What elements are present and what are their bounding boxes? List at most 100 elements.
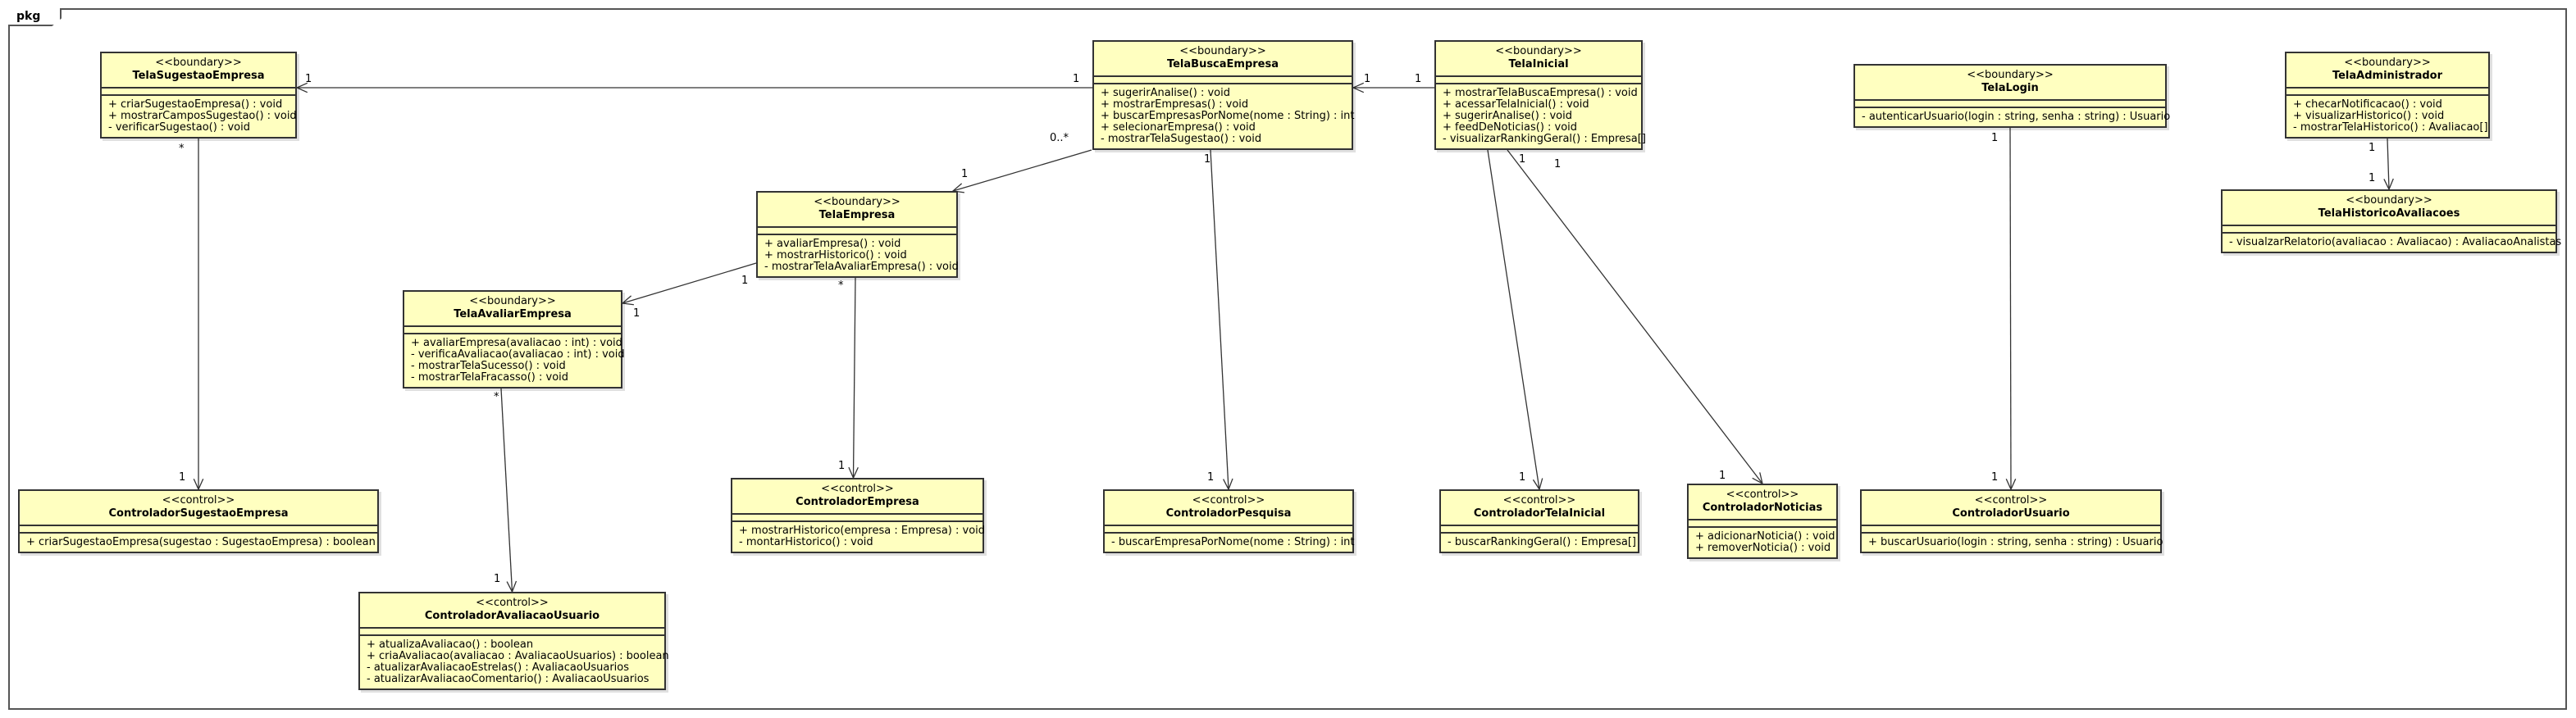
class-stereotype: <<boundary>> [2346,194,2432,207]
class-box-TelaLogin[interactable]: <<boundary>>TelaLogin - autenticarUsuario… [1853,64,2171,128]
multiplicity-label: 1 [633,307,641,320]
class-header: <<boundary>>TelaAdministrador [2286,53,2488,89]
operation: + mostrarHistorico() : void [764,249,907,261]
class-name: TelaAdministrador [2332,70,2443,82]
association-line [1487,149,1540,490]
class-box-TelaBuscaEmpresa[interactable]: <<boundary>>TelaBuscaEmpresa + sugerirAna… [1092,40,1355,150]
association-line [1210,149,1229,490]
multiplicity-label: * [838,279,844,292]
association-line [500,388,513,593]
class-stereotype: <<control>> [1974,494,2048,507]
operation: + removerNoticia() : void [1695,542,1831,554]
operations-compartment: + criarSugestaoEmpresa(sugestao : Sugest… [20,534,377,552]
operation: + mostrarTelaBuscaEmpresa() : void [1443,87,1638,99]
multiplicity-label: 1 [2369,172,2376,184]
class-header: <<control>>ControladorNoticias [1689,485,1836,520]
attributes-compartment [102,89,295,96]
class-box-ControladorTelaInicial[interactable]: <<control>>ControladorTelaInicial - busca… [1439,489,1639,553]
class-header: <<boundary>>TelaSugestaoEmpresa [102,53,295,89]
operation: - atualizarAvaliacaoComentario() : Avali… [367,673,650,685]
class-stereotype: <<boundary>> [1495,45,1582,57]
operation: + visualizarHistorico() : void [2293,110,2445,122]
operations-compartment: - buscarEmpresaPorNome(nome : String) : … [1105,534,1355,552]
operation: + buscarUsuario(login : string, senha : … [1868,536,2163,548]
navigability-arrowhead [621,295,634,306]
multiplicity-label: 1 [494,573,501,585]
class-box-ControladorNoticias[interactable]: <<control>>ControladorNoticias + adiciona… [1687,484,1838,559]
class-stereotype: <<boundary>> [2344,57,2431,69]
association-line [2009,127,2012,490]
operation: + mostrarCamposSugestao() : void [108,110,297,122]
operation: + avaliarEmpresa(avaliacao : int) : void [411,337,622,349]
class-header: <<boundary>>TelaBuscaEmpresa [1094,42,1352,77]
class-box-ControladorSugestaoEmpresa[interactable]: <<control>>ControladorSugestaoEmpresa + c… [18,489,379,553]
attributes-compartment [360,629,664,636]
operation: - mostrarTelaFracasso() : void [411,371,569,384]
multiplicity-label: 1 [1204,153,1211,166]
class-box-TelaEmpresa[interactable]: <<boundary>>TelaEmpresa+ avaliarEmpresa(… [756,191,959,278]
operations-compartment: + buscarUsuario(login : string, senha : … [1862,534,2163,552]
multiplicity-label: 1 [1554,158,1562,170]
class-box-ControladorPesquisa[interactable]: <<control>>ControladorPesquisa- buscarEm… [1103,489,1355,553]
class-box-TelaAvaliarEmpresa[interactable]: <<boundary>>TelaAvaliarEmpresa + avaliarE… [403,290,625,389]
operation: + sugerirAnalise() : void [1101,87,1230,99]
multiplicity-label: 1 [961,168,969,180]
operation: - verificarSugestao() : void [108,121,250,134]
multiplicity-label: 1 [1519,471,1526,484]
navigability-arrowhead [295,82,308,93]
class-name: TelaSugestaoEmpresa [132,70,265,82]
operation: + adicionarNoticia() : void [1695,530,1835,543]
operations-compartment: + avaliarEmpresa(avaliacao : int) : void… [404,334,625,387]
class-stereotype: <<boundary>> [155,57,242,69]
attributes-compartment [2223,226,2555,234]
class-name: ControladorAvaliacaoUsuario [424,610,600,622]
class-box-TelaHistoricoAvaliacoes[interactable]: <<boundary>>TelaHistoricoAvaliacoes- vis… [2221,189,2561,253]
operation: - autenticarUsuario(login : string, senh… [1862,111,2171,123]
class-box-ControladorAvaliacaoUsuario[interactable]: <<control>>ControladorAvaliacaoUsuario + … [358,592,669,690]
multiplicity-label: * [494,391,499,403]
attributes-compartment [1094,77,1352,84]
attributes-compartment [1855,101,2165,108]
operation: - verificaAvaliacao(avaliacao : int) : v… [411,348,625,361]
association-line [2387,138,2390,190]
class-header: <<boundary>>TelaLogin [1855,66,2165,101]
operation: + checarNotificacao() : void [2293,98,2442,111]
class-header: <<control>>ControladorTelaInicial [1441,491,1638,526]
attributes-compartment [2286,89,2488,96]
class-name: ControladorSugestaoEmpresa [108,507,289,520]
multiplicity-label: 1 [1207,471,1215,484]
class-header: <<control>>ControladorEmpresa [732,479,983,515]
attributes-compartment [20,526,377,534]
class-name: TelaHistoricoAvaliacoes [2318,207,2460,220]
class-name: ControladorTelaInicial [1473,507,1606,520]
class-box-ControladorUsuario[interactable]: <<control>>ControladorUsuario+ buscarUsu… [1860,489,2163,553]
operations-compartment: + checarNotificacao() : void+ visualizar… [2286,96,2488,137]
navigability-arrowhead [1352,82,1365,93]
class-stereotype: <<boundary>> [469,295,556,307]
operation: + acessarTelaInicial() : void [1443,98,1589,111]
class-box-TelaAdministrador[interactable]: <<boundary>>TelaAdministrador + checarNot… [2285,52,2490,139]
operations-compartment: + avaliarEmpresa() : void+ mostrarHistor… [758,235,959,276]
attributes-compartment [1862,526,2160,534]
operation: - montarHistorico() : void [739,536,873,548]
multiplicity-label: 1 [1519,153,1526,166]
operation: + criaAvaliacao(avaliacao : AvaliacaoUsu… [367,650,669,662]
multiplicity-label: * [179,143,185,155]
multiplicity-label: 1 [1364,73,1371,85]
association-line [852,277,856,479]
class-name: TelaEmpresa [818,209,896,221]
class-box-TelaInicial[interactable]: <<boundary>>TelaInicial+ mostrarTelaBusc… [1434,40,1646,150]
attributes-compartment [1105,526,1352,534]
operation: - atualizarAvaliacaoEstrelas() : Avaliac… [367,661,630,674]
association-line [952,149,1092,192]
operation: - buscarRankingGeral() : Empresa[] [1448,536,1636,548]
class-header: <<control>>ControladorSugestaoEmpresa [20,491,377,526]
operations-compartment: + sugerirAnalise() : void+ mostrarEmpres… [1094,84,1355,148]
multiplicity-label: 1 [305,73,312,85]
multiplicity-label: 1 [1415,73,1422,85]
class-header: <<boundary>>TelaAvaliarEmpresa [404,292,621,327]
attributes-compartment [1441,526,1638,534]
class-box-TelaSugestaoEmpresa[interactable]: <<boundary>>TelaSugestaoEmpresa+ criarSu… [100,52,297,139]
class-header: <<control>>ControladorAvaliacaoUsuario [360,593,664,629]
class-box-ControladorEmpresa[interactable]: <<control>>ControladorEmpresa+ mostrarHi… [731,478,985,553]
